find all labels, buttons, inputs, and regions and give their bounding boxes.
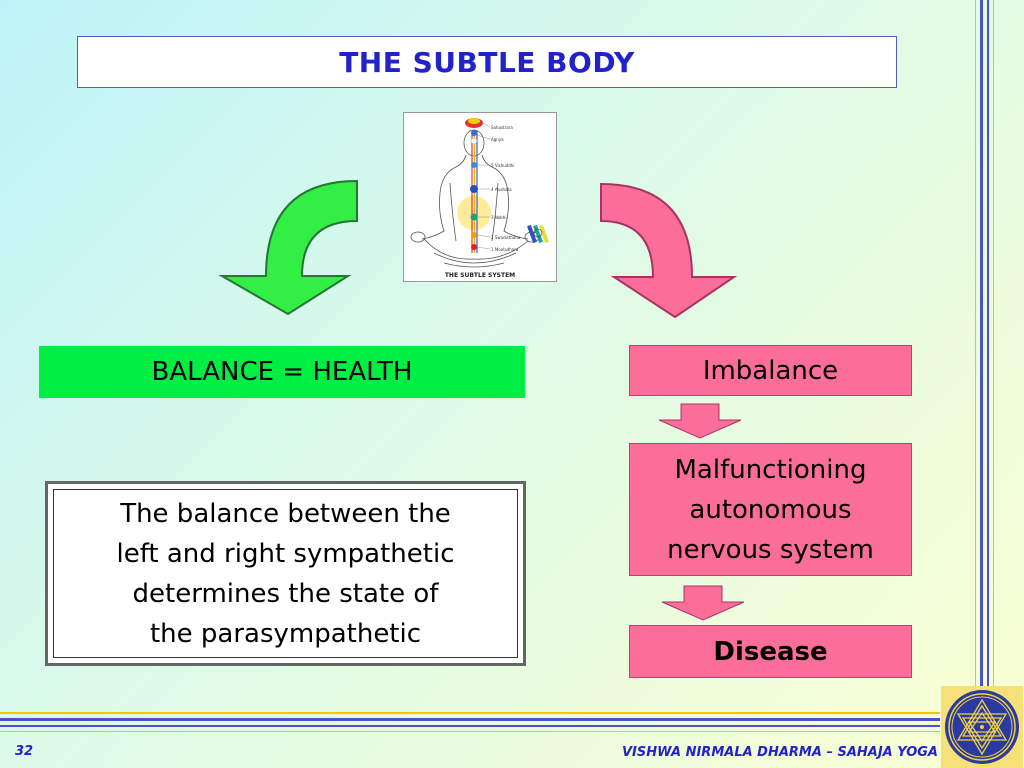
frame-line (975, 0, 976, 708)
subtle-system-figure: Sahastrara Agnya 5 Vishuddhi 4 Anahata 3… (403, 112, 557, 282)
malfunction-line: nervous system (667, 534, 874, 565)
note-line: left and right sympathetic (116, 538, 455, 569)
frame-line (0, 725, 940, 727)
note-line: The balance between the (120, 498, 451, 529)
footer-text: VISHWA NIRMALA DHARMA – SAHAJA YOGA (621, 745, 938, 760)
slide-title: THE SUBTLE BODY (77, 36, 897, 88)
imbalance-box: Imbalance (629, 345, 912, 396)
down-arrow (661, 585, 745, 621)
page-number: 32 (15, 744, 34, 759)
frame-line (987, 0, 989, 708)
balance-arrow (218, 179, 358, 316)
chakra-label: 4 Anahata (491, 187, 512, 192)
malfunction-box: Malfunctioning autonomous nervous system (629, 443, 912, 576)
chakra-label: Agnya (491, 137, 504, 142)
frame-line (0, 731, 940, 732)
figure-caption: THE SUBTLE SYSTEM (444, 272, 516, 279)
down-arrow (658, 403, 742, 439)
chakra-label: 3 Nabhi (491, 215, 506, 220)
malfunction-line: Malfunctioning (674, 454, 867, 485)
frame-line (993, 0, 994, 708)
note-line: determines the state of (132, 578, 439, 609)
balance-health-box: BALANCE = HEALTH (39, 346, 525, 398)
balance-note-frame: The balance between the left and right s… (45, 481, 526, 666)
imbalance-arrow (600, 182, 738, 319)
frame-line (980, 0, 983, 708)
meditating-figure-illustration: Sahastrara Agnya 5 Vishuddhi 4 Anahata 3… (410, 118, 549, 268)
chakra-label: 5 Vishuddhi (491, 163, 514, 168)
chakra-label: Sahastrara (491, 125, 513, 130)
sri-yantra-logo (941, 686, 1023, 768)
chakra-label: 1 Mooladhara (491, 247, 519, 252)
chakra-label: 2 Swadisthana (491, 235, 521, 240)
note-line: the parasympathetic (149, 618, 422, 649)
malfunction-line: autonomous (689, 494, 852, 525)
frame-line (0, 718, 940, 721)
frame-line (0, 712, 940, 714)
balance-note: The balance between the left and right s… (48, 484, 523, 663)
disease-box: Disease (629, 625, 912, 678)
